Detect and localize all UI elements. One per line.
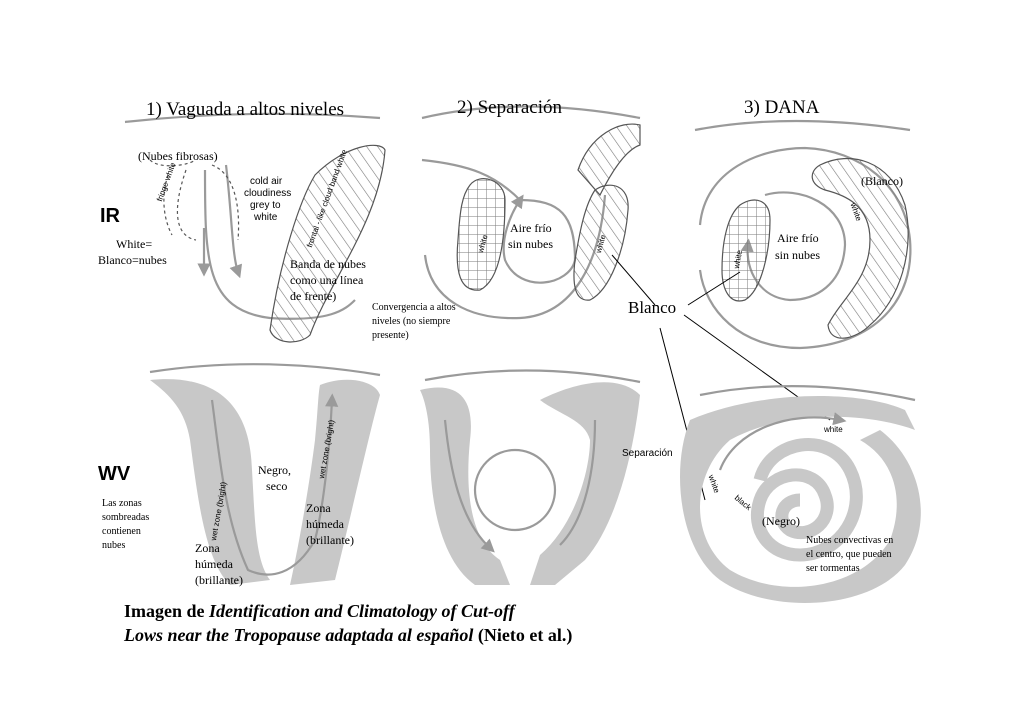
row-label-ir: IR (100, 205, 120, 227)
aire-frio-p2-line1: Aire frío (510, 221, 552, 235)
wv-panel-trough (149, 363, 381, 585)
row-label-wv: WV (98, 463, 131, 485)
convergencia-line1: Convergencia a altos (372, 302, 456, 313)
panel-title-trough: 1) Vaguada a altos niveles (146, 99, 345, 120)
blanco-paren-label: (Blanco) (861, 174, 903, 188)
ir-panel-trough (124, 112, 386, 343)
negro-line1: Negro, (258, 463, 291, 477)
aire-frio-p3-line2: sin nubes (775, 248, 820, 262)
cold-air-line2: cloudiness (244, 188, 292, 199)
panel-title-dana: 3) DANA (744, 97, 820, 118)
wv-desc-line1: Las zonas (102, 498, 142, 509)
wv-desc-line4: nubes (102, 540, 126, 551)
wv-white-label-top: white (824, 425, 843, 434)
cold-air-line3: grey to (250, 200, 281, 211)
nubes-fibrosas-label: (Nubes fibrosas) (138, 149, 218, 163)
aire-frio-p3-line1: Aire frío (777, 231, 819, 245)
zona-right-line2: húmeda (306, 517, 344, 531)
blanco-label: Blanco (628, 298, 677, 317)
convergencia-line3: presente) (372, 330, 409, 341)
caption-italic-1: Identification and Climatology of Cut-of… (209, 601, 515, 621)
wv-panel-dana (680, 385, 921, 603)
banda-line2: como una línea (290, 273, 364, 287)
blanco-leader-lines (611, 254, 831, 501)
cold-air-line4: white (254, 212, 278, 223)
figure-caption: Imagen de Identification and Climatology… (124, 599, 572, 647)
ir-panel-separation (421, 105, 641, 320)
aire-frio-p2-line2: sin nubes (508, 237, 553, 251)
zona-left-line3: (brillante) (195, 573, 243, 587)
negro-paren-label: (Negro) (762, 514, 800, 528)
convective-line1: Nubes convectivas en (806, 535, 894, 546)
zona-right-line1: Zona (306, 501, 331, 515)
cold-air-line1: cold air (250, 176, 283, 187)
white-legend-line1: White= (116, 237, 153, 251)
banda-line3: de frente) (290, 289, 337, 303)
banda-line1: Banda de nubes (290, 257, 366, 271)
wv-panel-separation (420, 369, 641, 585)
zona-left-line1: Zona (195, 541, 220, 555)
convergencia-line2: niveles (no siempre (372, 316, 451, 327)
wv-desc-line2: sombreadas (102, 512, 150, 523)
zona-left-line2: húmeda (195, 557, 233, 571)
caption-line1: Imagen de Identification and Climatology… (124, 599, 572, 623)
white-legend-line2: Blanco=nubes (98, 253, 167, 267)
convective-line2: el centro, que pueden (806, 549, 892, 560)
caption-suffix: (Nieto et al.) (473, 625, 573, 645)
caption-italic-2: Lows near the Tropopause adaptada al esp… (124, 625, 474, 645)
separacion-label: Separación (622, 448, 673, 459)
panel-title-separation: 2) Separación (457, 97, 562, 118)
caption-line2: Lows near the Tropopause adaptada al esp… (124, 623, 572, 647)
zona-right-line3: (brillante) (306, 533, 354, 547)
wv-desc-line3: contienen (102, 526, 141, 537)
negro-line2: seco (266, 479, 288, 493)
convective-line3: ser tormentas (806, 563, 860, 574)
caption-prefix: Imagen de (124, 601, 209, 621)
